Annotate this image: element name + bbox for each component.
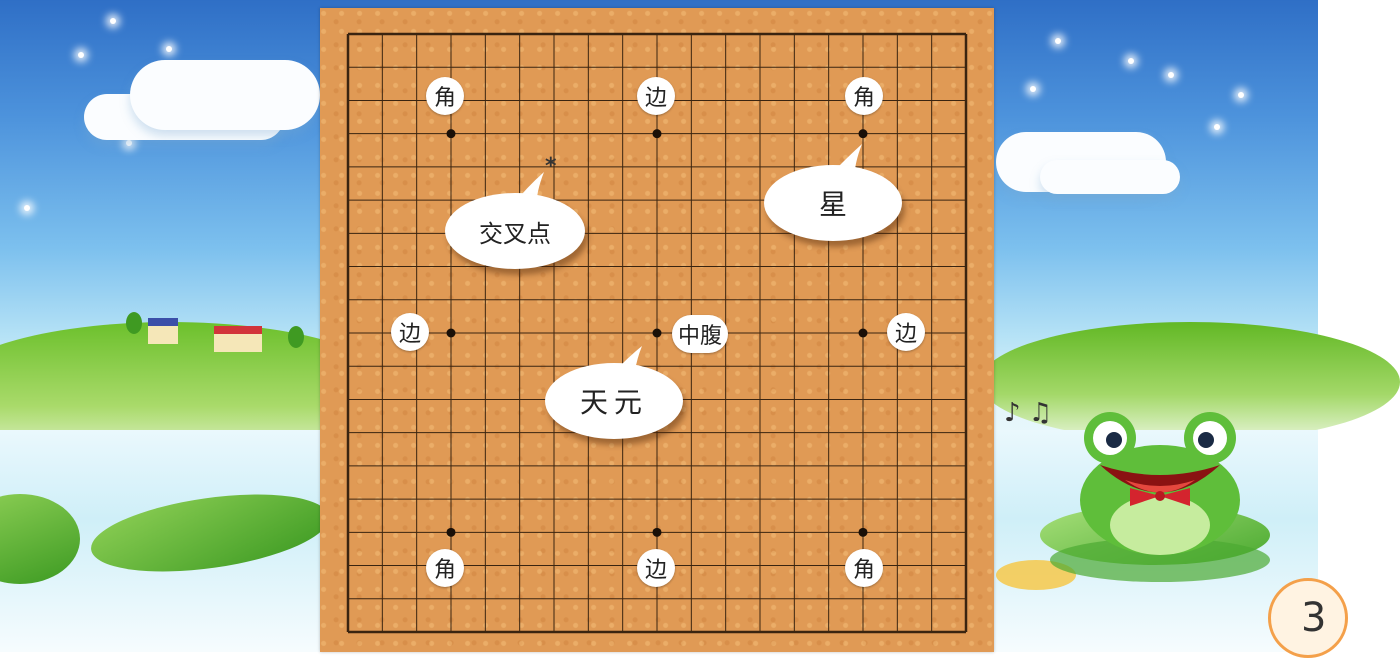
frog-illustration (1050, 412, 1270, 582)
edge-label: 边 (637, 77, 675, 115)
edge-label: 边 (887, 313, 925, 351)
sparkle-icon (1238, 92, 1244, 98)
go-board: 角 角 角 角 边 边 边 边 中腹 * 交叉点 星 天元 (320, 8, 994, 652)
intersection-marker: * (545, 154, 557, 179)
sparkle-icon (110, 18, 116, 24)
sparkle-icon (126, 140, 132, 146)
star-point (858, 527, 868, 537)
star-point (446, 328, 456, 338)
corner-label: 角 (426, 77, 464, 115)
tree (288, 326, 304, 348)
star-point (446, 527, 456, 537)
center-belly-label: 中腹 (672, 315, 729, 353)
corner-label: 角 (845, 77, 883, 115)
sparkle-icon (1214, 124, 1220, 130)
page-number: 3 (1268, 578, 1348, 658)
sparkle-icon (1168, 72, 1174, 78)
tengen-callout: 天元 (545, 363, 683, 439)
corner-label: 角 (845, 549, 883, 587)
star-point (652, 328, 662, 338)
sparkle-icon (1055, 38, 1061, 44)
sparkle-icon (1030, 86, 1036, 92)
star-point (858, 129, 868, 139)
house (148, 318, 178, 344)
house (214, 326, 262, 352)
star-point (858, 328, 868, 338)
star-point-callout: 星 (764, 165, 902, 241)
sparkle-icon (166, 46, 172, 52)
tree (126, 312, 142, 334)
star-point (652, 129, 662, 139)
corner-label: 角 (426, 549, 464, 587)
cloud (130, 60, 320, 130)
sparkle-icon (78, 52, 84, 58)
intersection-callout: 交叉点 (445, 193, 585, 269)
sparkle-icon (24, 205, 30, 211)
edge-label: 边 (391, 313, 429, 351)
sparkle-icon (1128, 58, 1134, 64)
edge-label: 边 (637, 549, 675, 587)
star-point (652, 527, 662, 537)
music-note-icon: ♪ ♫ (1004, 398, 1053, 428)
star-point (446, 129, 456, 139)
cloud (1040, 160, 1180, 194)
